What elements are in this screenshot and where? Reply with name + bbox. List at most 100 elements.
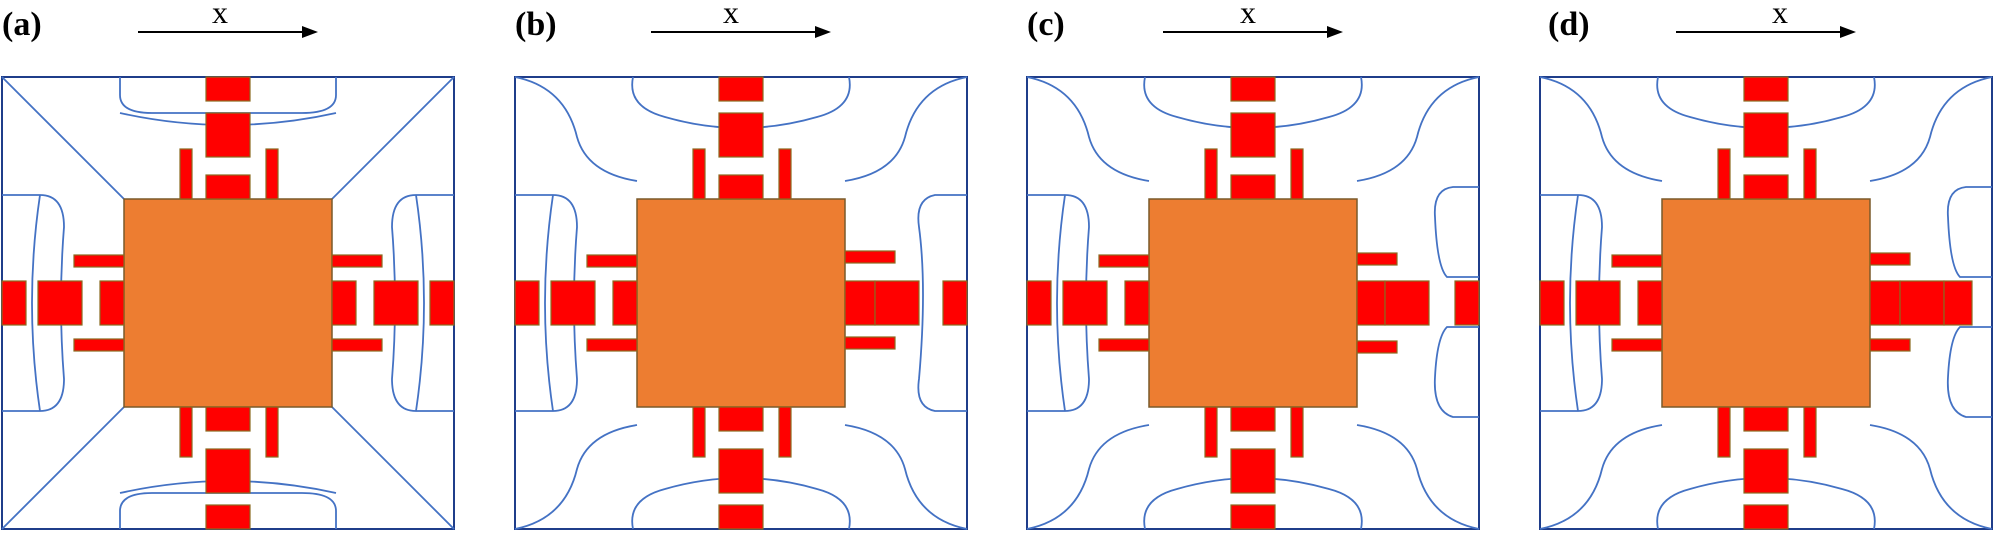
block	[37, 280, 83, 326]
block	[1290, 406, 1304, 458]
corner-contour-br	[844, 424, 968, 530]
block	[1869, 280, 1901, 326]
diagonal-contour	[1, 406, 125, 530]
right-contour-upper	[1433, 186, 1479, 278]
block	[844, 336, 896, 350]
block	[718, 76, 764, 102]
panel-drawing	[1539, 26, 1993, 530]
block	[1230, 174, 1276, 200]
panel-drawing	[1, 26, 455, 530]
block	[1803, 406, 1817, 458]
block	[73, 338, 125, 352]
block	[586, 254, 638, 268]
panel-b: (b) x	[0, 0, 968, 534]
block	[331, 280, 357, 326]
block	[1454, 280, 1480, 326]
block	[1098, 254, 1150, 268]
block	[1611, 338, 1663, 352]
x-arrow-head	[815, 26, 831, 38]
panel-a: (a)x	[0, 0, 470, 534]
block	[1204, 148, 1218, 200]
panel-drawing	[1026, 26, 1480, 530]
block	[1743, 504, 1789, 530]
block	[1943, 280, 1973, 326]
block	[612, 280, 638, 326]
block	[1717, 406, 1731, 458]
corner-contour-tl	[514, 76, 638, 182]
block	[844, 280, 876, 326]
x-axis-label: x	[1772, 0, 1788, 30]
block	[1230, 112, 1276, 158]
block	[331, 338, 383, 352]
block	[718, 448, 764, 494]
block	[205, 406, 251, 432]
panel-label: (d)	[1548, 6, 1590, 43]
right-contour-lower	[1433, 326, 1479, 418]
left-contour-inner	[1569, 194, 1579, 412]
corner-contour-br	[1869, 424, 1993, 530]
x-arrow-head	[302, 26, 318, 38]
block	[205, 174, 251, 200]
right-contour-lower	[1946, 326, 1992, 418]
block	[265, 148, 279, 200]
block	[205, 76, 251, 102]
block	[942, 280, 968, 326]
block	[1743, 174, 1789, 200]
panel-drawing	[514, 26, 968, 530]
diagonal-contour	[331, 76, 455, 200]
x-axis-label: x	[1240, 0, 1256, 30]
corner-contour-tr	[1869, 76, 1993, 182]
left-contour-inner	[1056, 194, 1066, 412]
x-axis-label: x	[212, 0, 228, 30]
block	[1869, 338, 1911, 352]
panel-c: (c) x	[0, 0, 1480, 534]
right-contour-upper	[1946, 186, 1992, 278]
block	[718, 406, 764, 432]
block	[1356, 252, 1398, 266]
block	[1098, 338, 1150, 352]
block	[373, 280, 419, 326]
block	[1743, 76, 1789, 102]
block	[1026, 280, 1052, 326]
block	[1062, 280, 1108, 326]
x-arrow-head	[1840, 26, 1856, 38]
block	[1575, 280, 1621, 326]
block	[1743, 112, 1789, 158]
block	[1803, 148, 1817, 200]
block	[73, 254, 125, 268]
block	[718, 504, 764, 530]
x-arrow-head	[1327, 26, 1343, 38]
block	[1611, 254, 1663, 268]
block	[1637, 280, 1663, 326]
block	[1204, 406, 1218, 458]
block	[179, 406, 193, 458]
corner-contour-bl	[1539, 424, 1663, 530]
block	[718, 174, 764, 200]
block	[778, 406, 792, 458]
block	[1124, 280, 1150, 326]
left-contour-inner	[31, 194, 41, 412]
block	[1384, 280, 1430, 326]
corner-contour-bl	[514, 424, 638, 530]
panel-label: (b)	[515, 6, 557, 43]
block	[331, 254, 383, 268]
block	[1743, 448, 1789, 494]
right-contour	[917, 194, 967, 412]
corner-contour-br	[1356, 424, 1480, 530]
block	[1356, 280, 1386, 326]
block	[1869, 252, 1911, 266]
central-core	[636, 198, 846, 408]
block	[586, 338, 638, 352]
block	[205, 112, 251, 158]
panel-label: (c)	[1027, 6, 1065, 43]
block	[1230, 76, 1276, 102]
block	[1230, 406, 1276, 432]
right-contour-inner	[415, 194, 425, 412]
block	[1230, 504, 1276, 530]
block	[179, 148, 193, 200]
central-core	[1148, 198, 1358, 408]
block	[1, 280, 27, 326]
